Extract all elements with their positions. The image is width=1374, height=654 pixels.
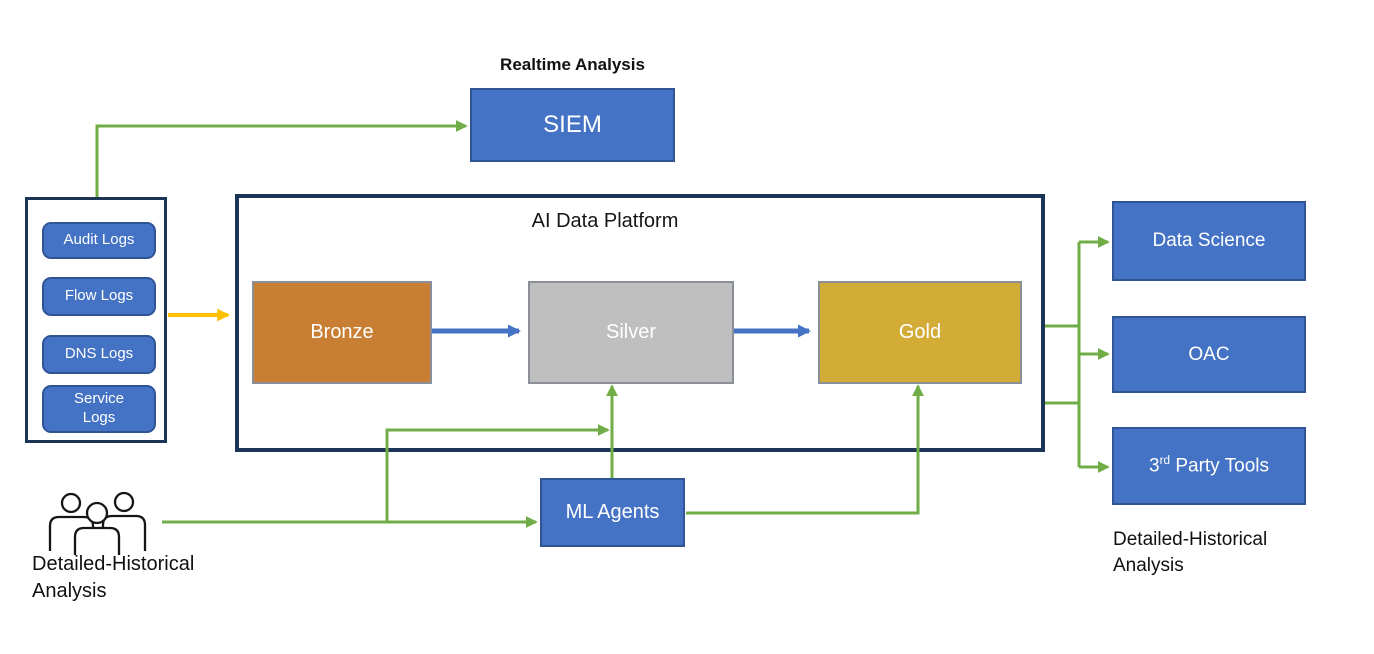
siem-label: SIEM (543, 111, 602, 138)
log-source-service-logs: Service Logs (42, 385, 156, 433)
siem-node: SIEM (470, 88, 675, 162)
third-party-prefix: 3 (1149, 455, 1160, 477)
ai-data-platform-title: AI Data Platform (531, 210, 679, 232)
third-party-rest: Party Tools (1170, 455, 1269, 477)
users-icon (48, 491, 147, 555)
oac-label: OAC (1188, 343, 1230, 365)
right-detailed-historical-caption: Detailed-Historical Analysis (1113, 529, 1268, 576)
silver-node: Silver (528, 281, 734, 384)
realtime-analysis-caption: Realtime Analysis (500, 55, 645, 74)
oac-node: OAC (1112, 316, 1306, 393)
bronze-label: Bronze (310, 321, 374, 343)
gold-label: Gold (898, 321, 942, 343)
gold-node: Gold (818, 281, 1022, 384)
arrow-logs-to-siem (95, 120, 468, 197)
log-source-audit-logs: Audit Logs (42, 222, 156, 259)
flow-logs-label: Flow Logs (64, 287, 134, 305)
ml-agents-label: ML Agents (565, 501, 660, 523)
log-source-flow-logs: Flow Logs (42, 277, 156, 316)
ai-data-platform-box: AI Data Platform Bronze Silver Gold (235, 194, 1045, 452)
log-source-dns-logs: DNS Logs (42, 335, 156, 374)
third-party-tools-label: 3rd Party Tools (1149, 454, 1269, 477)
third-party-tools-node: 3rd Party Tools (1112, 427, 1306, 505)
ml-agents-node: ML Agents (540, 478, 685, 547)
audit-logs-label: Audit Logs (63, 231, 135, 249)
bronze-node: Bronze (252, 281, 432, 384)
silver-label: Silver (605, 321, 656, 343)
service-logs-label: Service Logs (73, 390, 125, 426)
third-party-superscript: rd (1159, 454, 1171, 468)
log-sources-box: Audit Logs Flow Logs DNS Logs Service Lo… (25, 197, 167, 443)
data-science-node: Data Science (1112, 201, 1306, 281)
dns-logs-label: DNS Logs (64, 345, 134, 363)
left-detailed-historical-caption: Detailed-Historical Analysis (32, 553, 195, 602)
users-icon-shapes (48, 491, 147, 555)
data-science-label: Data Science (1152, 230, 1266, 251)
